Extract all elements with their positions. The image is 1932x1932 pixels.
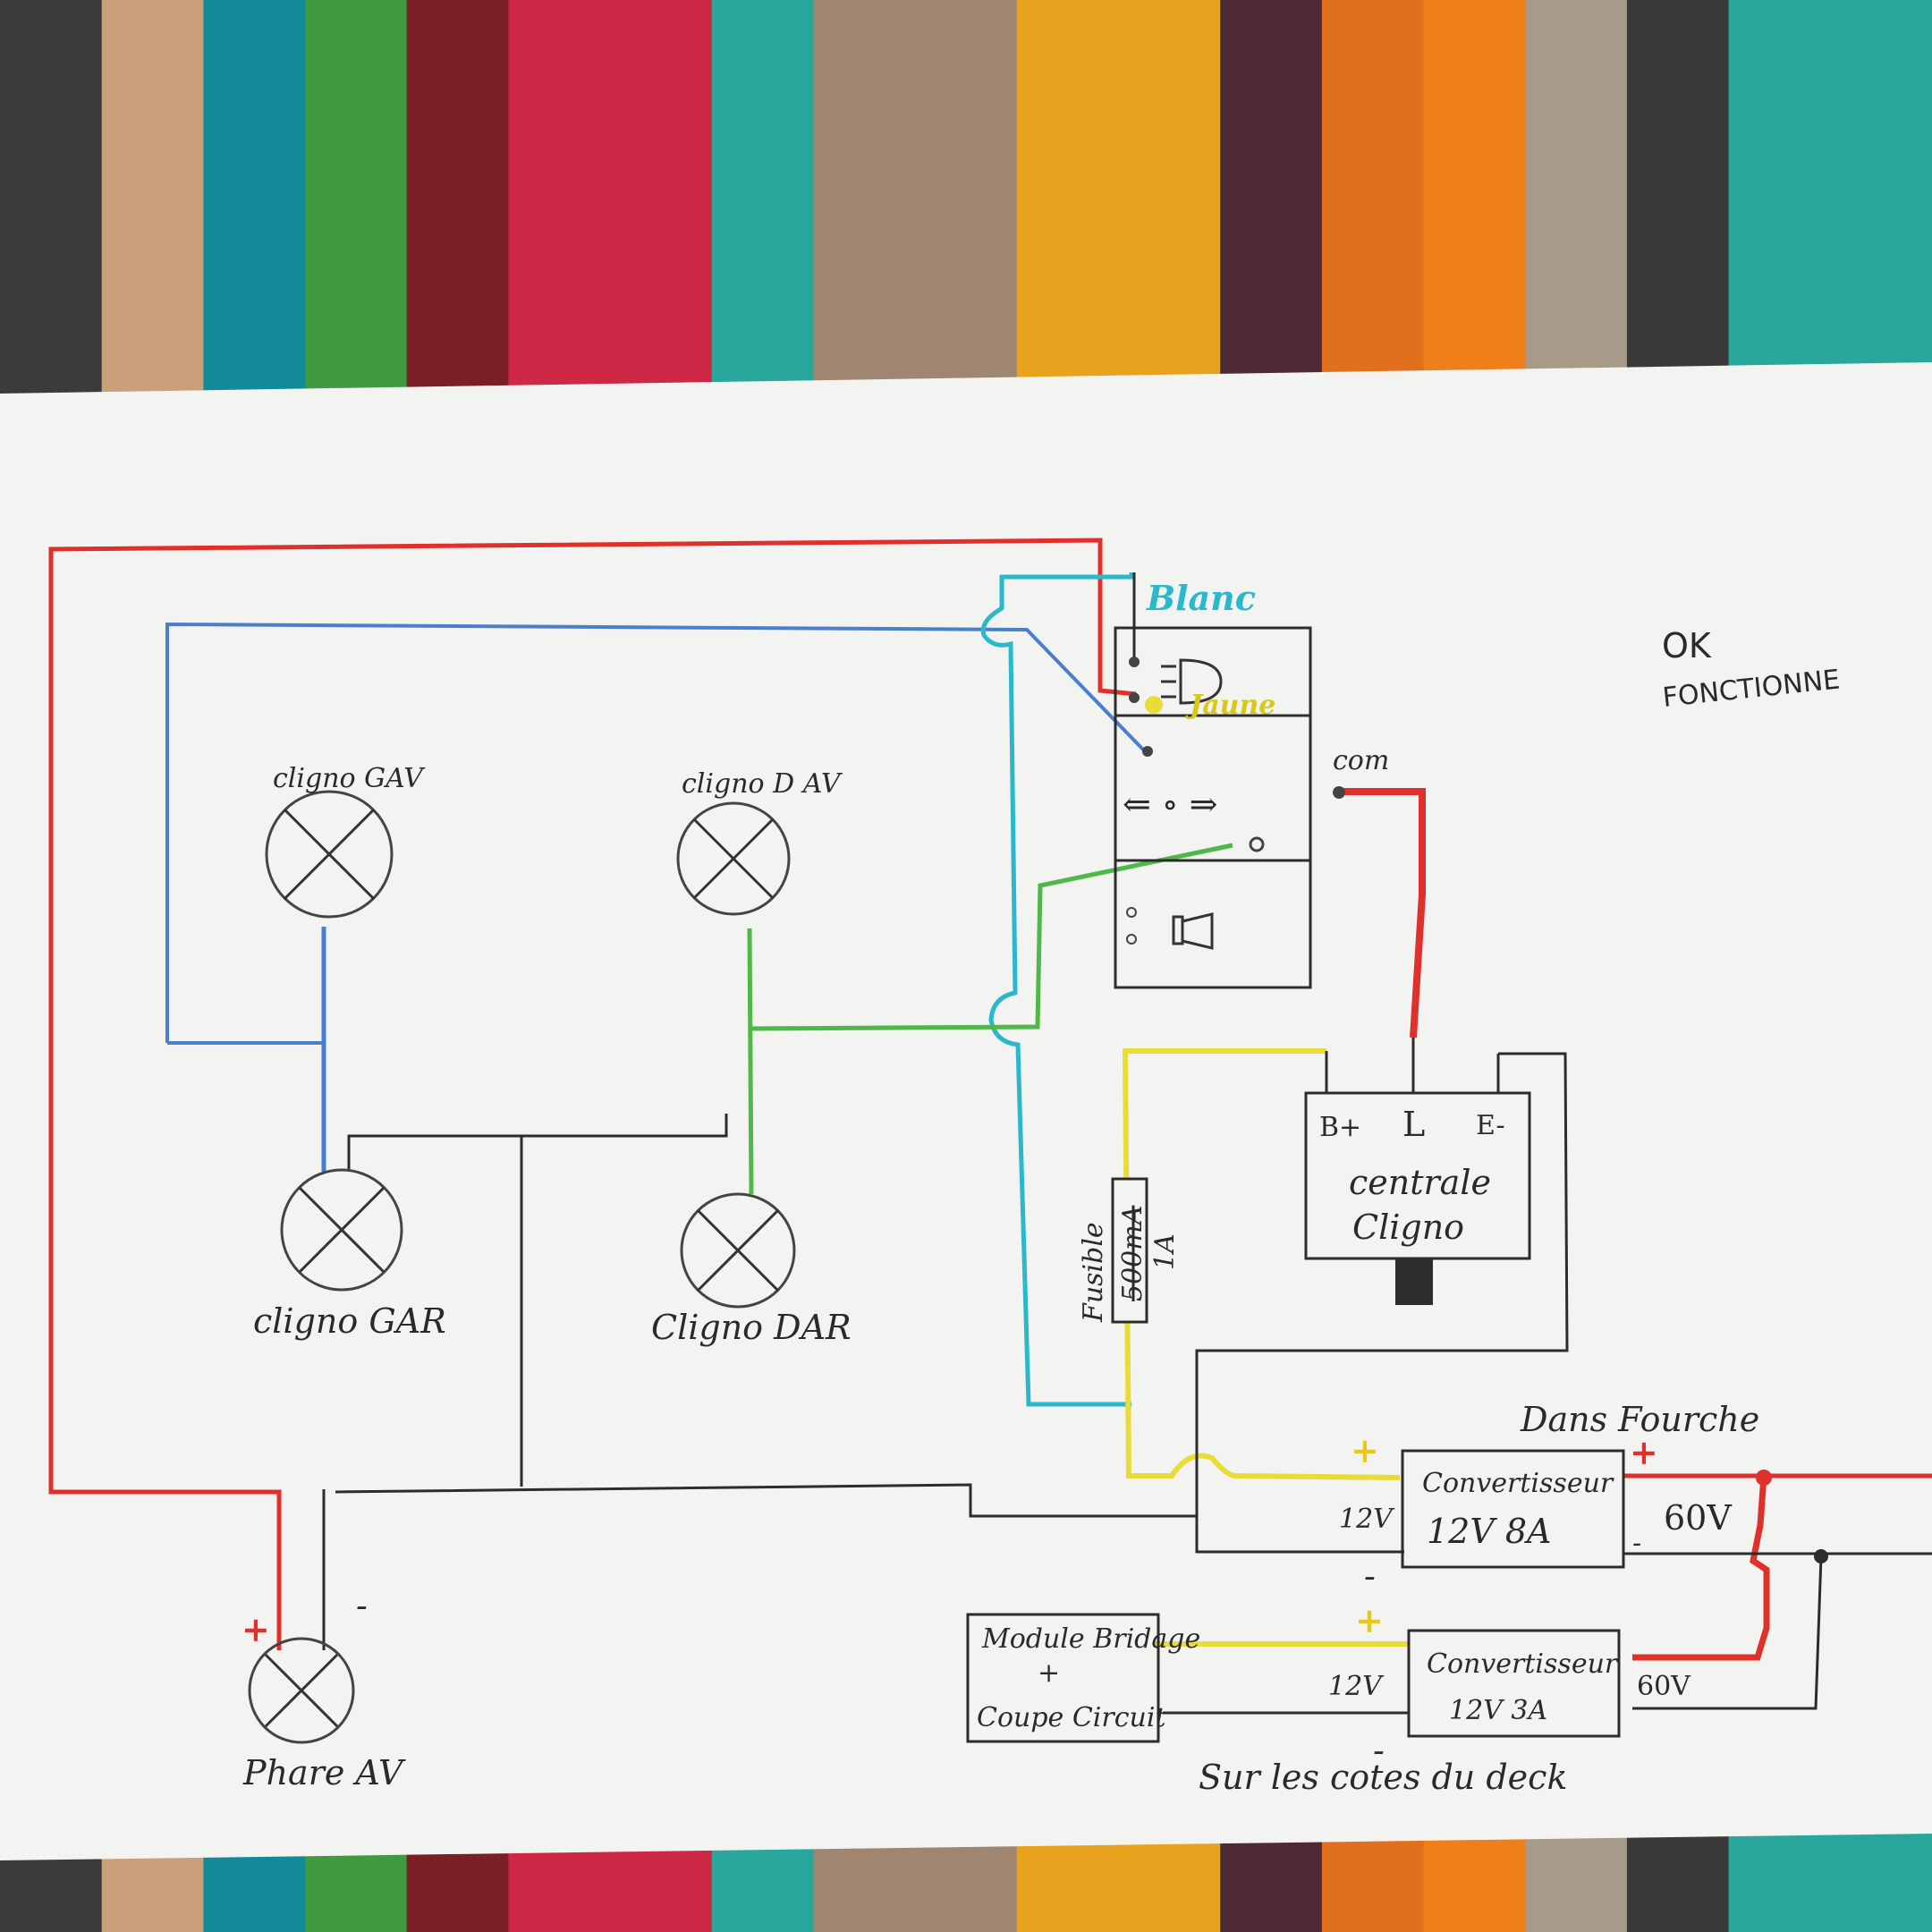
lamp-cligno-gav <box>265 790 394 919</box>
switch-terminal-3 <box>1142 746 1153 757</box>
horn-icon <box>1172 912 1214 950</box>
cligno-dar-label: Cligno DAR <box>651 1308 852 1347</box>
converter-12v-3a-box <box>1407 1629 1621 1738</box>
conv2-title-line1: Convertisseur <box>1427 1648 1619 1680</box>
centrale-title-line1: centrale <box>1349 1163 1491 1202</box>
fusible-struck-value: 500mA <box>1117 1206 1148 1301</box>
converter-12v-8a-box <box>1401 1449 1625 1569</box>
blanc-label: Blanc <box>1146 578 1256 618</box>
red-junction-dot <box>1756 1470 1772 1486</box>
cligno-gar-label: cligno GAR <box>253 1301 446 1341</box>
conv2-12v-label: 12V <box>1328 1671 1385 1702</box>
centrale-pin-e: E- <box>1476 1110 1505 1141</box>
module-title-line3: Coupe Circuit <box>977 1702 1166 1733</box>
lamp-phare-av <box>248 1637 355 1744</box>
conv2-title-line2: 12V 3A <box>1449 1695 1547 1726</box>
yellow-wire-fuse-chain <box>1122 1048 1401 1480</box>
centrale-connector <box>1395 1258 1433 1305</box>
conv2-minus-in: - <box>1373 1731 1385 1770</box>
switch-terminal-4 <box>1249 836 1265 852</box>
dans-fourche-label: Dans Fourche <box>1520 1400 1759 1439</box>
green-wire-to-switch <box>750 843 1233 1031</box>
red-wire-60v-bottom <box>1632 1475 1770 1661</box>
conv1-minus-out: - <box>1632 1528 1641 1559</box>
cligno-dav-label: cligno D AV <box>682 768 843 800</box>
switch-terminal-2 <box>1129 692 1140 703</box>
red-wire-com <box>1340 788 1426 1038</box>
phare-plus-sign: + <box>242 1609 270 1649</box>
module-title-line1: Module Bridage <box>981 1623 1200 1655</box>
black-wire-ground-bus <box>347 1114 728 1172</box>
switch-yellow-terminal <box>1145 696 1163 714</box>
fusible-value: 1A <box>1149 1233 1181 1270</box>
switch-terminal-5 <box>1126 907 1137 918</box>
com-label: com <box>1333 745 1389 776</box>
handlebar-switch <box>1114 626 1312 989</box>
conv1-plus-in: + <box>1351 1430 1379 1470</box>
conv1-12v-label: 12V <box>1339 1504 1395 1535</box>
conv1-title-line1: Convertisseur <box>1422 1468 1614 1499</box>
module-bridage-box <box>966 1613 1160 1743</box>
black-wire-centrale-frame <box>1195 1052 1569 1516</box>
red-wire-headlight <box>48 538 1137 1650</box>
black-wire-neg-run <box>335 1483 1404 1554</box>
conv1-60v-label: 60V <box>1664 1498 1732 1538</box>
conv1-title-line2: 12V 8A <box>1427 1512 1552 1551</box>
black-wire-right-drop <box>1632 1555 1823 1710</box>
paper-sheet <box>0 362 1932 1860</box>
conv2-60v-label: 60V <box>1637 1671 1691 1702</box>
phare-av-label: Phare AV <box>242 1753 406 1792</box>
black-junction-dot <box>1814 1549 1828 1563</box>
headlight-symbol-icon <box>1161 658 1223 705</box>
switch-turn-arrows: ⇐ ∘ ⇒ <box>1123 784 1217 824</box>
lamp-cligno-dar <box>680 1192 796 1309</box>
centrale-pin-b: B+ <box>1319 1112 1361 1143</box>
lamp-cligno-dav <box>676 801 791 916</box>
phare-minus-sign: - <box>356 1586 368 1625</box>
com-terminal <box>1333 786 1345 799</box>
cligno-gav-label: cligno GAV <box>273 763 426 794</box>
fuse-holder <box>1111 1177 1148 1324</box>
conv1-minus-in: - <box>1364 1556 1376 1596</box>
conv2-plus-in: + <box>1355 1600 1384 1640</box>
switch-terminal-6 <box>1126 934 1137 945</box>
status-ok-label: OK <box>1662 626 1712 665</box>
cyan-wire-white <box>980 572 1134 1407</box>
module-title-line2: + <box>1038 1657 1060 1689</box>
lamp-cligno-gar <box>280 1168 403 1292</box>
blue-wire-left-indicators <box>165 622 1145 1043</box>
deck-note-label: Sur les cotes du deck <box>1199 1758 1567 1797</box>
jaune-label: Jaune <box>1185 690 1275 721</box>
centrale-pin-l: L <box>1402 1105 1425 1144</box>
green-wire-right-indicators <box>747 928 754 1195</box>
switch-terminal-1 <box>1129 657 1140 667</box>
fusible-label: Fusible <box>1078 1222 1109 1323</box>
conv1-plus-out: + <box>1630 1432 1658 1472</box>
centrale-title-line2: Cligno <box>1352 1208 1464 1247</box>
